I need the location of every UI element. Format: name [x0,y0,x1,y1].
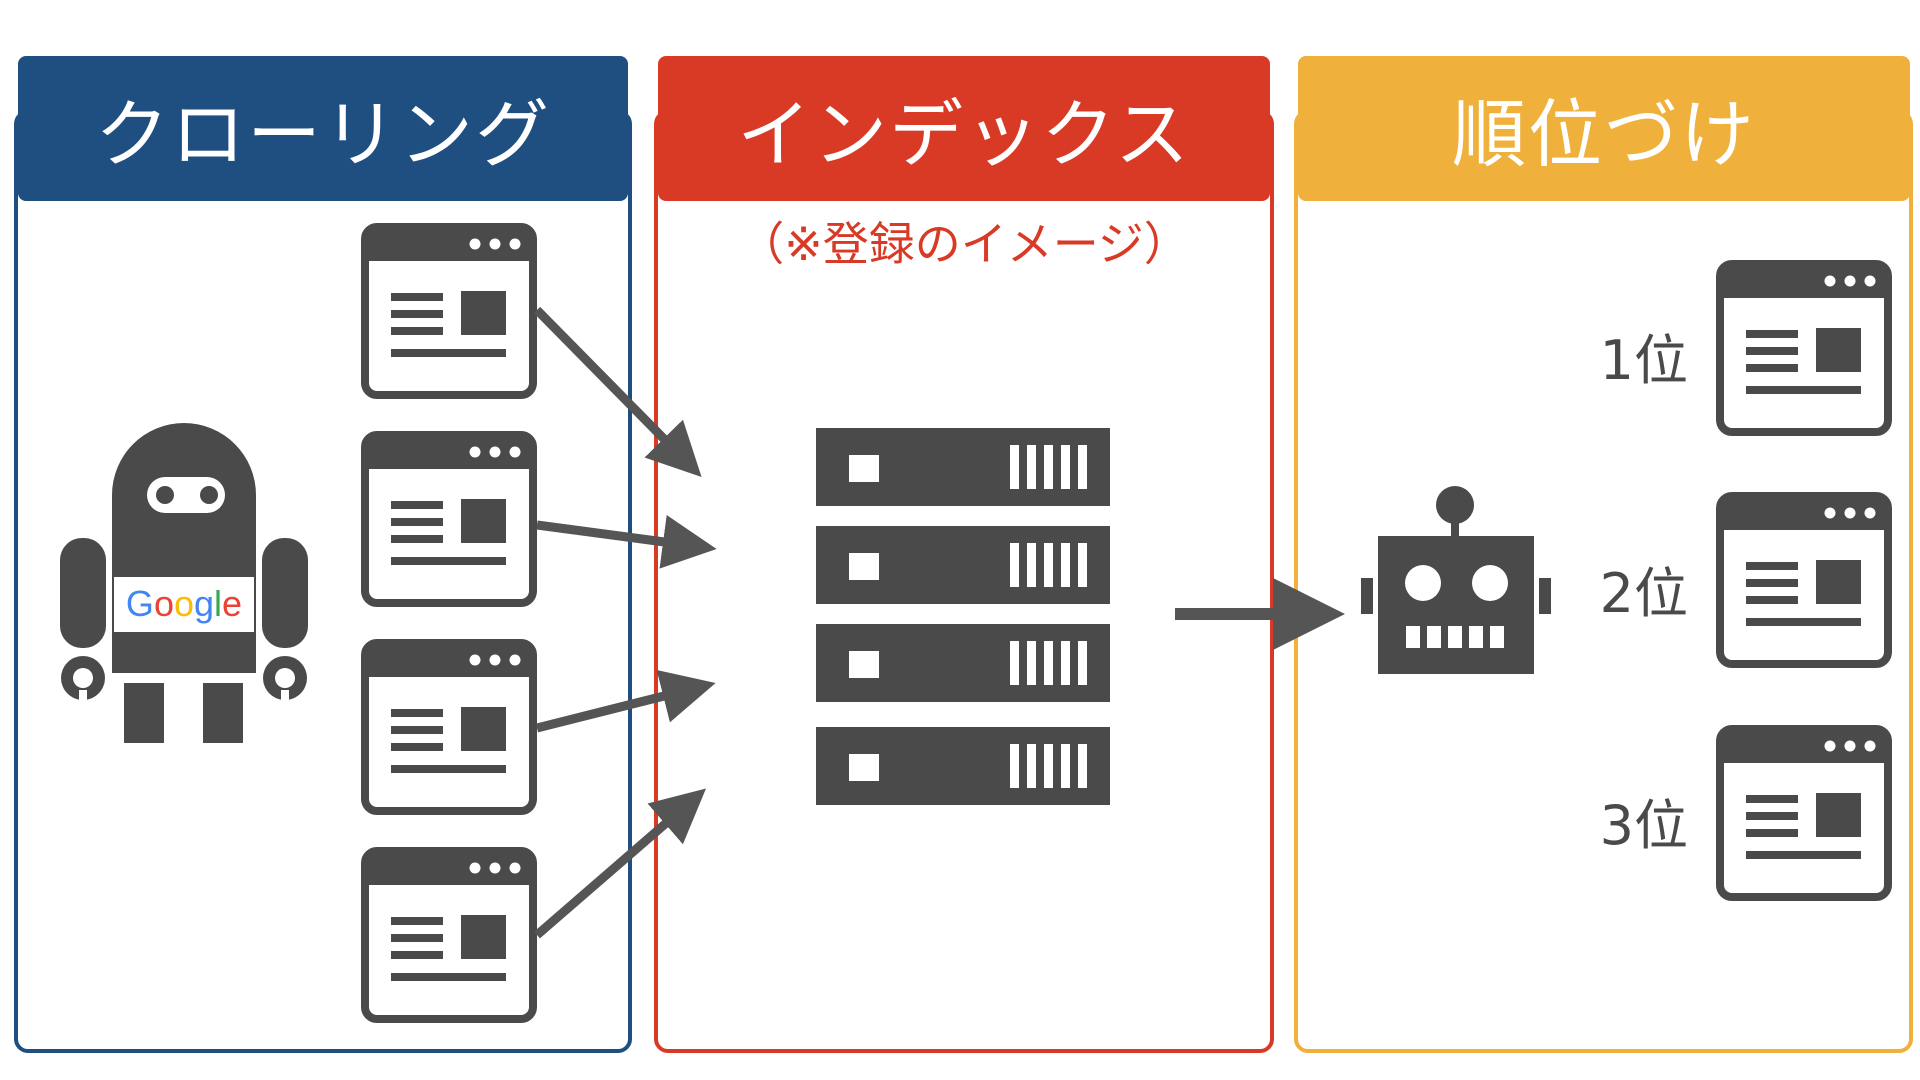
ranking-robot-icon [1361,486,1551,674]
web-page-icon [1720,264,1888,432]
web-page-icon [365,227,533,395]
arrow-page4-to-index [534,788,707,939]
arrow-page2-to-index [536,515,717,569]
ranking-header: 順位づけ [1298,56,1910,201]
arrow-page1-to-index [533,306,702,478]
rank-label-3: 3位 [1599,794,1688,857]
crawling-title: クローリング [95,92,551,178]
ranking-title: 順位づけ [1452,92,1756,178]
index-title: インデックス [737,92,1191,178]
google-logo-text: Google [126,583,242,624]
crawl-arrows [533,306,717,939]
web-page-icon [365,435,533,603]
crawling-header: クローリング [18,56,628,201]
google-crawler-robot-icon: Google [60,423,308,743]
web-page-icon [365,643,533,811]
index-subtitle: （※登録のイメージ） [738,217,1190,271]
web-page-icon [1720,496,1888,664]
index-header: インデックス [658,56,1270,201]
rank-label-1: 1位 [1599,329,1688,392]
server-rack-icon [816,428,1110,805]
web-page-icon [1720,729,1888,897]
web-page-icon [365,851,533,1019]
rank-label-2: 2位 [1599,562,1688,625]
arrow-page3-to-index [535,670,716,733]
